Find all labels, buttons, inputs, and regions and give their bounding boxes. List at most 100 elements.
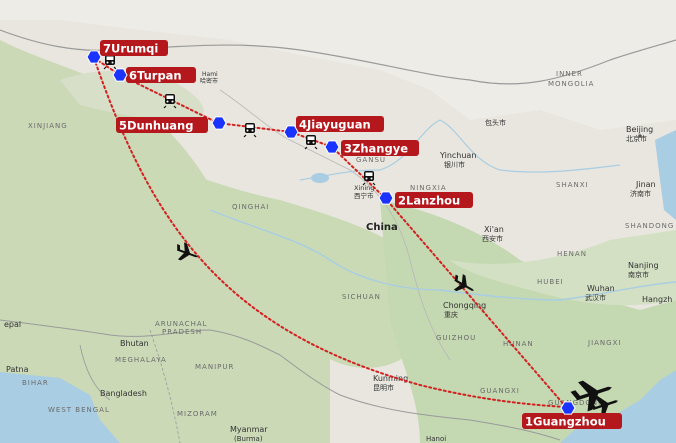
- yangtze-river: [209, 209, 676, 301]
- central-terrain: [450, 230, 676, 306]
- label-meghalaya: MEGHALAYA: [115, 356, 167, 364]
- label-xining: Xining: [354, 184, 374, 192]
- stop-label[interactable]: 5Dunhuang: [116, 117, 208, 133]
- label-henan: HENAN: [557, 250, 587, 258]
- hexagon-marker-icon[interactable]: [283, 125, 299, 139]
- label-shanxi: SHANXI: [556, 181, 589, 189]
- train-icons: [103, 55, 376, 186]
- airplane-icon: [176, 242, 198, 261]
- airplane-icons: [176, 242, 619, 418]
- label-myanmar: Myanmar: [230, 425, 268, 434]
- label-beijing: Beijing: [626, 125, 653, 134]
- label-xinjiang: XINJIANG: [28, 122, 68, 130]
- label-manipur: MANIPUR: [195, 363, 234, 371]
- hexagon-marker-icon[interactable]: [324, 140, 340, 154]
- label-shandong: SHANDONG: [625, 222, 674, 230]
- label-nanjing: Nanjing: [628, 261, 659, 270]
- label-jinan: Jinan: [635, 180, 656, 189]
- train-icon: [304, 135, 318, 150]
- stop-markers: 7Urumqi 6Turpan 5Dunhuang 4Jiayuguan 3Zhangy…: [86, 40, 622, 429]
- stop-label-box: [296, 116, 384, 132]
- label-yinchuan-cn: 银川市: [444, 160, 465, 169]
- stop-label-text: 6Turpan: [129, 69, 182, 83]
- train-icon: [362, 171, 376, 186]
- label-beijing-cn: 北京市: [626, 134, 647, 143]
- tibetan-plateau: [120, 150, 431, 369]
- northern-hills: [60, 70, 204, 122]
- stop-label[interactable]: 6Turpan: [126, 67, 196, 83]
- hexagon-marker-icon[interactable]: [378, 191, 394, 205]
- stop-label-text: 3Zhangye: [344, 142, 408, 156]
- label-hami: Hami: [202, 71, 218, 78]
- stop-label-box: [395, 192, 473, 208]
- hexagon-marker-icon[interactable]: [86, 50, 102, 64]
- hexagon-marker-icon[interactable]: [112, 68, 128, 82]
- province-border-2: [349, 169, 451, 361]
- label-patna: Patna: [6, 365, 29, 374]
- stop-label[interactable]: 3Zhangye: [341, 140, 419, 156]
- southern-border: [279, 354, 561, 441]
- label-baotou-cn: 包头市: [485, 118, 506, 127]
- southern-terrain: [380, 200, 676, 443]
- label-sichuan: SICHUAN: [342, 293, 381, 301]
- stop-label[interactable]: 1Guangzhou: [522, 413, 622, 429]
- train-icon: [163, 94, 177, 109]
- stop-label-box: [100, 40, 168, 56]
- label-hunan: HUNAN: [503, 340, 534, 348]
- label-pradesh: PRADESH: [162, 328, 202, 336]
- label-hanoi: Hanoi: [426, 435, 446, 443]
- label-bangladesh: Bangladesh: [100, 389, 147, 398]
- label-chongqing-cn: 重庆: [444, 310, 458, 319]
- label-xian-cn: 西安市: [482, 234, 503, 243]
- label-ningxia: NINGXIA: [410, 184, 447, 192]
- northern-steppe: [0, 0, 676, 130]
- stop-label-text: 4Jiayuguan: [299, 118, 371, 132]
- hexagon-marker-icon[interactable]: [560, 401, 576, 415]
- label-guangdong: GUANGDONG: [548, 399, 605, 407]
- stop-label-text: 7Urumqi: [103, 42, 158, 56]
- bay-of-bengal: [0, 372, 120, 443]
- label-hami-cn: 哈密市: [200, 77, 218, 85]
- stop-label-text: 2Lanzhou: [398, 194, 460, 208]
- hexagon-marker-icon[interactable]: [211, 116, 227, 130]
- stop-label-box: [126, 67, 196, 83]
- label-guizhou: GUIZHOU: [436, 334, 476, 342]
- label-qinghai: QINGHAI: [232, 203, 269, 211]
- train-icon: [243, 123, 257, 138]
- label-wuhan: Wuhan: [587, 284, 615, 293]
- india-border: [0, 319, 281, 356]
- label-mizoram: MIZORAM: [177, 410, 218, 418]
- yellow-sea: [655, 130, 676, 220]
- label-nepal: epal: [4, 320, 21, 329]
- place-labels: XINJIANG QINGHAI GANSU NINGXIA INNER MON…: [22, 70, 674, 418]
- label-burma: (Burma): [234, 435, 263, 443]
- label-west-bengal: WEST BENGAL: [48, 406, 110, 414]
- label-gansu: GANSU: [356, 156, 386, 164]
- label-xian: Xi'an: [484, 225, 504, 234]
- stop-label-box: [341, 140, 419, 156]
- label-xining-cn: 西宁市: [354, 191, 374, 200]
- airplane-icon: [453, 274, 474, 292]
- stop-label[interactable]: 2Lanzhou: [395, 192, 473, 208]
- label-mongolia: MONGOLIA: [548, 80, 594, 88]
- city-labels: Beijing 北京市 Yinchuan 银川市 Xining 西宁市 Hami…: [4, 71, 672, 443]
- label-hangzhou: Hangzh: [642, 295, 672, 304]
- label-bhutan: Bhutan: [120, 339, 149, 348]
- bangladesh-border: [79, 344, 111, 401]
- label-kunming: Kunming: [373, 374, 408, 383]
- stop-label[interactable]: 7Urumqi: [100, 40, 168, 56]
- label-hubei: HUBEI: [537, 278, 564, 286]
- train-icon: [103, 55, 117, 70]
- stop-label[interactable]: 4Jiayuguan: [296, 116, 384, 132]
- stop-label-box: [116, 117, 208, 133]
- label-inner: INNER: [556, 70, 583, 78]
- stop-label-text: 1Guangzhou: [525, 415, 606, 429]
- label-wuhan-cn: 武汉市: [585, 293, 606, 302]
- dot-beijing: [638, 134, 642, 138]
- label-chongqing: Chongqing: [443, 301, 486, 310]
- stop-label-text: 5Dunhuang: [119, 119, 193, 133]
- label-bihar: BIHAR: [22, 379, 49, 387]
- label-guangxi: GUANGXI: [480, 387, 520, 395]
